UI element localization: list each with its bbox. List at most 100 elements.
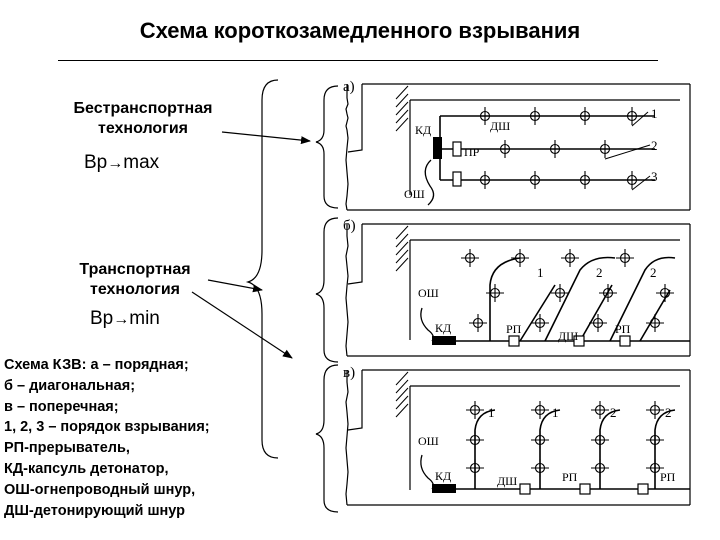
arrow-to-panel-c	[191, 291, 293, 359]
detonator-block	[432, 336, 456, 345]
hole-marker	[496, 140, 514, 158]
label-pr: ПР	[464, 145, 480, 159]
label-osh: ОШ	[418, 286, 439, 300]
order-2: 2	[610, 405, 617, 420]
arrow-to-panel-b	[207, 279, 263, 293]
hole-marker	[596, 140, 614, 158]
legend-line: б – диагональная;	[4, 377, 136, 394]
non-transport-label-line1: Бестранспортная	[73, 100, 213, 117]
order-1: 1	[651, 106, 658, 121]
hole-marker	[616, 249, 634, 267]
order-1: 1	[552, 405, 559, 420]
label-rp: РП	[562, 470, 578, 484]
order-2: 2	[650, 265, 657, 280]
label-rp: РП	[615, 322, 631, 336]
page-title: Схема короткозамедленного взрывания	[139, 18, 581, 43]
formula-suffix: max	[123, 152, 160, 173]
transport-label-line1: Транспортная	[79, 261, 191, 278]
label-rp: РП	[506, 322, 522, 336]
hole-marker	[531, 459, 549, 477]
transport-technology-label: Транспортная технология	[40, 260, 230, 300]
arrow-icon: →	[107, 155, 124, 172]
hole-marker	[486, 284, 504, 302]
panel-c: в)	[343, 365, 691, 506]
detonator-block	[433, 137, 442, 159]
hole-marker	[476, 107, 494, 125]
pointer-arrows	[191, 131, 311, 359]
panel-b: б)	[343, 218, 691, 357]
hole-marker	[623, 171, 641, 189]
hole-marker	[526, 107, 544, 125]
brace-panel-a	[315, 85, 339, 209]
hole-marker	[466, 401, 484, 419]
hole-marker	[599, 284, 617, 302]
arrow-icon: →	[113, 311, 130, 328]
legend-line: КД-капсуль детонатор,	[4, 460, 169, 477]
detonator-block	[432, 484, 456, 493]
label-dsh: ДШ	[490, 119, 510, 133]
width-min-formula: Вр→min	[90, 308, 160, 330]
hole-marker	[511, 249, 529, 267]
hole-marker	[551, 284, 569, 302]
hole-marker	[469, 314, 487, 332]
legend-line: 1, 2, 3 – порядок взрывания;	[4, 419, 210, 436]
hole-marker	[591, 431, 609, 449]
legend-line: ОШ-огнепроводный шнур,	[4, 481, 196, 498]
legend-line: РП-прерыватель,	[4, 440, 130, 457]
panel-a-label: а)	[343, 79, 355, 95]
label-dsh: ДШ	[497, 474, 517, 488]
arrow-to-panel-a	[221, 131, 311, 145]
width-max-formula: Вр→max	[84, 152, 159, 174]
hole-marker	[623, 107, 641, 125]
hole-marker	[476, 171, 494, 189]
hole-marker	[531, 431, 549, 449]
order-2: 2	[665, 405, 672, 420]
hole-marker	[466, 431, 484, 449]
hole-marker	[576, 171, 594, 189]
legend-line: ДШ-детонирующий шнур	[4, 502, 186, 519]
label-osh: ОШ	[418, 434, 439, 448]
title-underline	[58, 60, 658, 61]
hole-marker	[576, 107, 594, 125]
hole-marker	[526, 171, 544, 189]
order-3: 3	[651, 169, 658, 184]
hole-marker	[561, 249, 579, 267]
braces	[245, 79, 339, 513]
order-2: 2	[651, 138, 658, 153]
legend-line: в – поперечная;	[4, 398, 119, 415]
hole-marker	[531, 401, 549, 419]
label-osh: ОШ	[404, 187, 425, 201]
hole-marker	[589, 314, 607, 332]
non-transport-technology-label: Бестранспортная технология	[48, 99, 238, 139]
large-brace	[245, 79, 279, 459]
hole-marker	[466, 459, 484, 477]
legend: Схема КЗВ: а – порядная; б – диагональна…	[4, 355, 210, 521]
formula-prefix: Вр	[84, 152, 108, 173]
formula-prefix: Вр	[90, 308, 114, 329]
label-kd: КД	[415, 123, 431, 137]
brace-panel-b	[315, 217, 339, 363]
panel-b-label: б)	[343, 218, 356, 234]
hole-marker	[591, 459, 609, 477]
hole-marker	[531, 314, 549, 332]
brace-panel-c	[315, 364, 339, 513]
label-rp: РП	[660, 470, 676, 484]
label-kd: КД	[435, 321, 451, 335]
hole-marker	[546, 140, 564, 158]
formula-suffix: min	[129, 308, 160, 329]
hole-marker	[646, 459, 664, 477]
hole-marker	[646, 401, 664, 419]
hole-marker	[656, 284, 674, 302]
hole-marker	[646, 314, 664, 332]
panel-c-label: в)	[343, 365, 355, 381]
hole-marker	[646, 431, 664, 449]
legend-line: Схема КЗВ: а – порядная;	[4, 357, 189, 373]
order-1: 1	[488, 405, 495, 420]
transport-label-line2: технология	[89, 281, 181, 298]
label-kd: КД	[435, 469, 451, 483]
hole-marker	[591, 401, 609, 419]
hole-marker	[461, 249, 479, 267]
label-dsh: ДШ	[558, 329, 578, 343]
non-transport-label-line2: технология	[97, 120, 189, 137]
